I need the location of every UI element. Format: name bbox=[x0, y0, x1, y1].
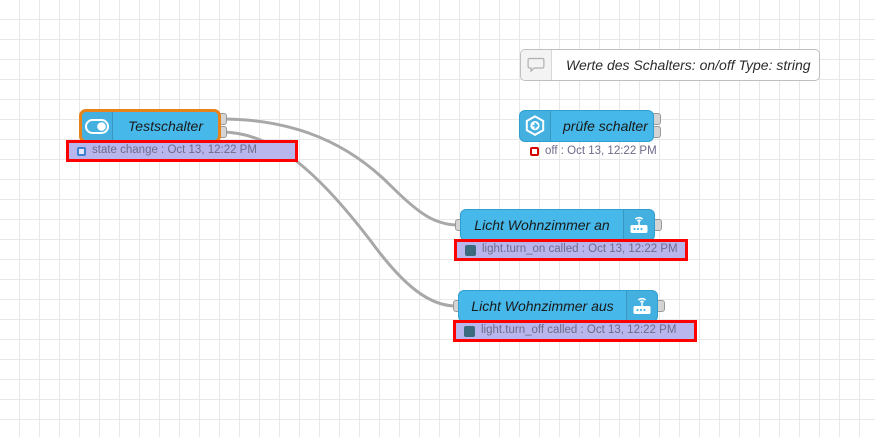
status-text-licht-wohnzimmer-aus: light.turn_off called : Oct 13, 12:22 PM bbox=[481, 324, 677, 337]
wifi-router-icon bbox=[623, 210, 654, 240]
node-licht-wohnzimmer-aus[interactable]: Licht Wohnzimmer aus bbox=[458, 290, 658, 322]
node-licht-wohnzimmer-an[interactable]: Licht Wohnzimmer an bbox=[460, 209, 655, 241]
red-ring-icon bbox=[530, 147, 539, 156]
wire-testschalter-to-licht-an[interactable] bbox=[219, 117, 458, 227]
comment-text: Werte des Schalters: on/off Type: string bbox=[566, 57, 811, 73]
toggle-switch-icon bbox=[82, 112, 113, 140]
status-testschalter: state change : Oct 13, 12:22 PM bbox=[66, 140, 298, 162]
node-label-testschalter: Testschalter bbox=[128, 118, 203, 134]
node-pruefe-schalter[interactable]: prüfe schalter bbox=[519, 110, 654, 142]
status-text-licht-wohnzimmer-an: light.turn_on called : Oct 13, 12:22 PM bbox=[482, 243, 678, 256]
switch-hexagon-arrow-icon bbox=[520, 111, 551, 141]
status-licht-wohnzimmer-an: light.turn_on called : Oct 13, 12:22 PM bbox=[454, 239, 688, 261]
slate-dot-icon bbox=[464, 325, 475, 337]
node-label-licht-wohnzimmer-aus: Licht Wohnzimmer aus bbox=[471, 298, 614, 314]
blue-ring-icon bbox=[77, 146, 86, 156]
node-label-licht-wohnzimmer-an: Licht Wohnzimmer an bbox=[474, 217, 610, 233]
node-testschalter[interactable]: Testschalter bbox=[80, 110, 220, 142]
wifi-router-icon bbox=[626, 291, 657, 321]
status-text-testschalter: state change : Oct 13, 12:22 PM bbox=[92, 144, 257, 157]
status-text-pruefe-schalter: off : Oct 13, 12:22 PM bbox=[545, 144, 657, 157]
slate-dot-icon bbox=[465, 244, 476, 256]
node-label-pruefe-schalter: prüfe schalter bbox=[563, 118, 648, 134]
status-licht-wohnzimmer-aus: light.turn_off called : Oct 13, 12:22 PM bbox=[453, 320, 697, 342]
comment-bubble-icon bbox=[521, 50, 552, 80]
comment-node[interactable]: Werte des Schalters: on/off Type: string bbox=[520, 49, 820, 81]
status-pruefe-schalter: off : Oct 13, 12:22 PM bbox=[524, 142, 724, 161]
